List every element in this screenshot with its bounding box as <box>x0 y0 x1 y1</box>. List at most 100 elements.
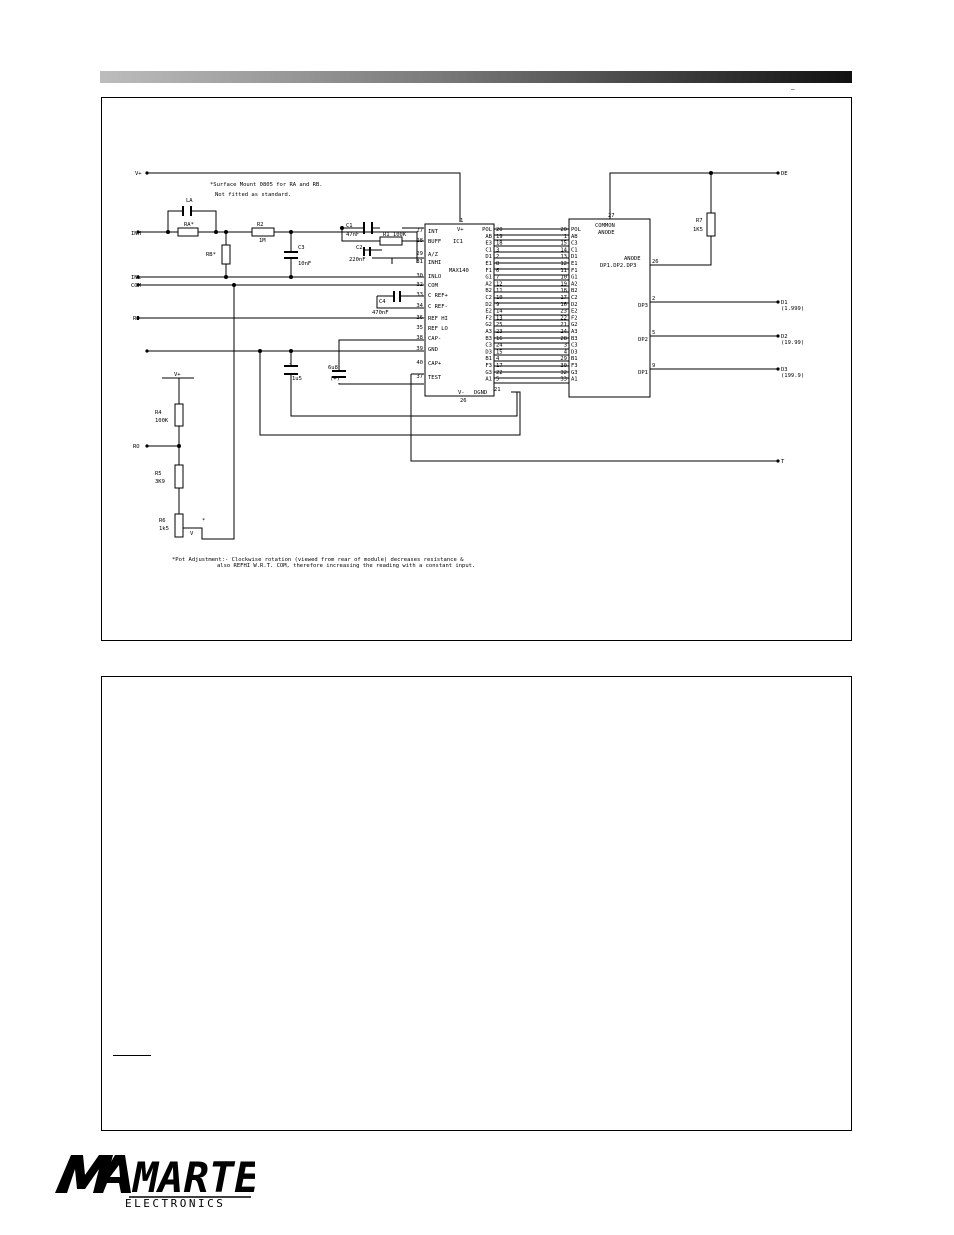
ic1-pin-label: A2 <box>485 281 492 287</box>
lower-panel <box>101 676 852 1131</box>
ic1-top-pin-num: 1 <box>460 218 463 224</box>
ic1-pin-label: INLO <box>428 274 441 280</box>
terminal-d1: D1 <box>781 300 788 306</box>
label-r7: R7 <box>696 218 703 224</box>
labels: *Surface Mount 0805 for RA and RB. Not f… <box>131 171 804 569</box>
ic1-pin-label: GND <box>428 347 438 353</box>
resistor-ra <box>177 227 199 237</box>
display-anode-pin: 26 <box>652 259 659 265</box>
label-r4-value: 100K <box>155 418 169 424</box>
label-c1: C1 <box>346 223 353 229</box>
ic1-pin-number: 12 <box>496 281 503 287</box>
label-r5-value: 3K9 <box>155 479 165 485</box>
ic1-pin-number: 24 <box>496 343 503 349</box>
display-dp-pin: 9 <box>652 363 655 369</box>
label-c-cap-sign: (+) <box>330 376 340 382</box>
ic1-pin-label: E3 <box>485 241 492 247</box>
ic1-pin-number: 2 <box>496 254 499 260</box>
label-c3-value: 10nF <box>298 261 311 267</box>
display-anode-label-2: DP1.DP2.DP3 <box>600 263 636 269</box>
terminal-d2-note: (19.99) <box>781 340 804 346</box>
ic1-pin-number: 29 <box>416 251 423 257</box>
display-pin-number: 29 <box>560 356 567 362</box>
note-bottom-line-1: *Pot Adjustment:- Clockwise rotation (vi… <box>172 557 464 563</box>
display-pin-number: 20 <box>560 227 567 233</box>
ic1-pin-number: 37 <box>416 374 423 380</box>
ic1-pin-number: 31 <box>416 259 423 265</box>
ic1-pin-number: 39 <box>416 346 423 352</box>
display-pin-number: 32 <box>560 370 567 376</box>
label-r6-mark: * <box>202 518 205 524</box>
display-pin-number: 19 <box>560 281 567 287</box>
note-top-line-2: Not fitted as standard. <box>215 192 291 198</box>
terminal-d3-note: (199.9) <box>781 373 804 379</box>
display-pin-label: E2 <box>571 309 578 315</box>
display-pin-number: 1 <box>564 234 567 240</box>
display-pin-label: A1 <box>571 377 578 383</box>
ic1-pin-label: G1 <box>485 275 492 281</box>
terminal-inh: INH <box>131 231 141 237</box>
ic1-pin-number: 25 <box>496 322 503 328</box>
ic1-pin-label: F2 <box>485 315 492 321</box>
terminal-d3: D3 <box>781 367 788 373</box>
label-r4: R4 <box>155 410 162 416</box>
resistor-r7 <box>706 212 716 237</box>
label-r6-value: 1k5 <box>159 526 169 532</box>
display-pin-number: 11 <box>560 268 567 274</box>
terminal-ro: RO <box>133 444 140 450</box>
ic1-pin-label: F3 <box>485 363 492 369</box>
label-r5: R5 <box>155 471 162 477</box>
display-pin-label: G1 <box>571 275 578 281</box>
resistor-r1 <box>379 236 403 246</box>
display-pin-label: E1 <box>571 261 578 267</box>
ic1-pin-number: 6 <box>496 268 499 274</box>
display-pin-label: B3 <box>571 336 578 342</box>
ic1-pin-label: AB <box>485 234 492 240</box>
label-c-cap: 6u8 <box>328 365 338 371</box>
wires <box>138 172 778 540</box>
label-vplus-chain: V+ <box>174 372 181 378</box>
ic1-pin-label: CAP- <box>428 336 441 342</box>
display-pin-number: 33 <box>560 377 567 383</box>
ic1-pin-label: B3 <box>485 336 492 342</box>
display-pin-number: 3 <box>564 343 567 349</box>
ic1-pin-label: A3 <box>485 329 492 335</box>
label-c2: C2 <box>356 245 363 251</box>
label-r2-value: 1M <box>259 238 266 244</box>
display-pin-label: F2 <box>571 315 578 321</box>
ic1-pin-number: 4 <box>496 356 500 362</box>
label-rb: RB* <box>206 252 216 258</box>
ic1-pin-number: 18 <box>496 241 503 247</box>
ic1-pin-number: 11 <box>496 288 503 294</box>
logo-sub: ELECTRONICS <box>125 1197 225 1210</box>
note-top-line-1: *Surface Mount 0805 for RA and RB. <box>210 182 323 188</box>
junctions <box>136 171 780 463</box>
label-r6: R6 <box>159 518 166 524</box>
ic1-pin-label: POL <box>482 227 493 233</box>
header-bar <box>100 71 852 83</box>
label-v: V <box>190 531 194 537</box>
display-pin-number: 12 <box>560 261 567 267</box>
display-pin-label: AB <box>571 234 578 240</box>
resistor-r4 <box>174 403 184 427</box>
label-c1-value: 47nF <box>346 232 359 238</box>
ic1-pin-number: 40 <box>416 360 423 366</box>
capacitors <box>182 206 401 378</box>
ic1-pin-label: D1 <box>485 254 492 260</box>
label-c4: C4 <box>379 299 386 305</box>
ic1-pin-label: A1 <box>485 377 492 383</box>
display-pin-label: F1 <box>571 268 578 274</box>
display-pin-number: 23 <box>560 309 567 315</box>
ic1-vminus-num: 26 <box>460 398 467 404</box>
ic1-pin-label: D2 <box>485 302 492 308</box>
resistor-rb <box>221 244 231 265</box>
ic1-pin-number: 35 <box>416 325 423 331</box>
ic1-part: MAX140 <box>449 268 469 274</box>
terminal-vplus: V+ <box>135 171 142 177</box>
ic1-pin-number: 9 <box>496 302 499 308</box>
ic1-pin-label: F1 <box>485 268 492 274</box>
label-ra: RA* <box>184 222 194 228</box>
label-c-ref: 1 <box>289 363 292 369</box>
schematic-panel: *Surface Mount 0805 for RA and RB. Not f… <box>101 97 852 641</box>
